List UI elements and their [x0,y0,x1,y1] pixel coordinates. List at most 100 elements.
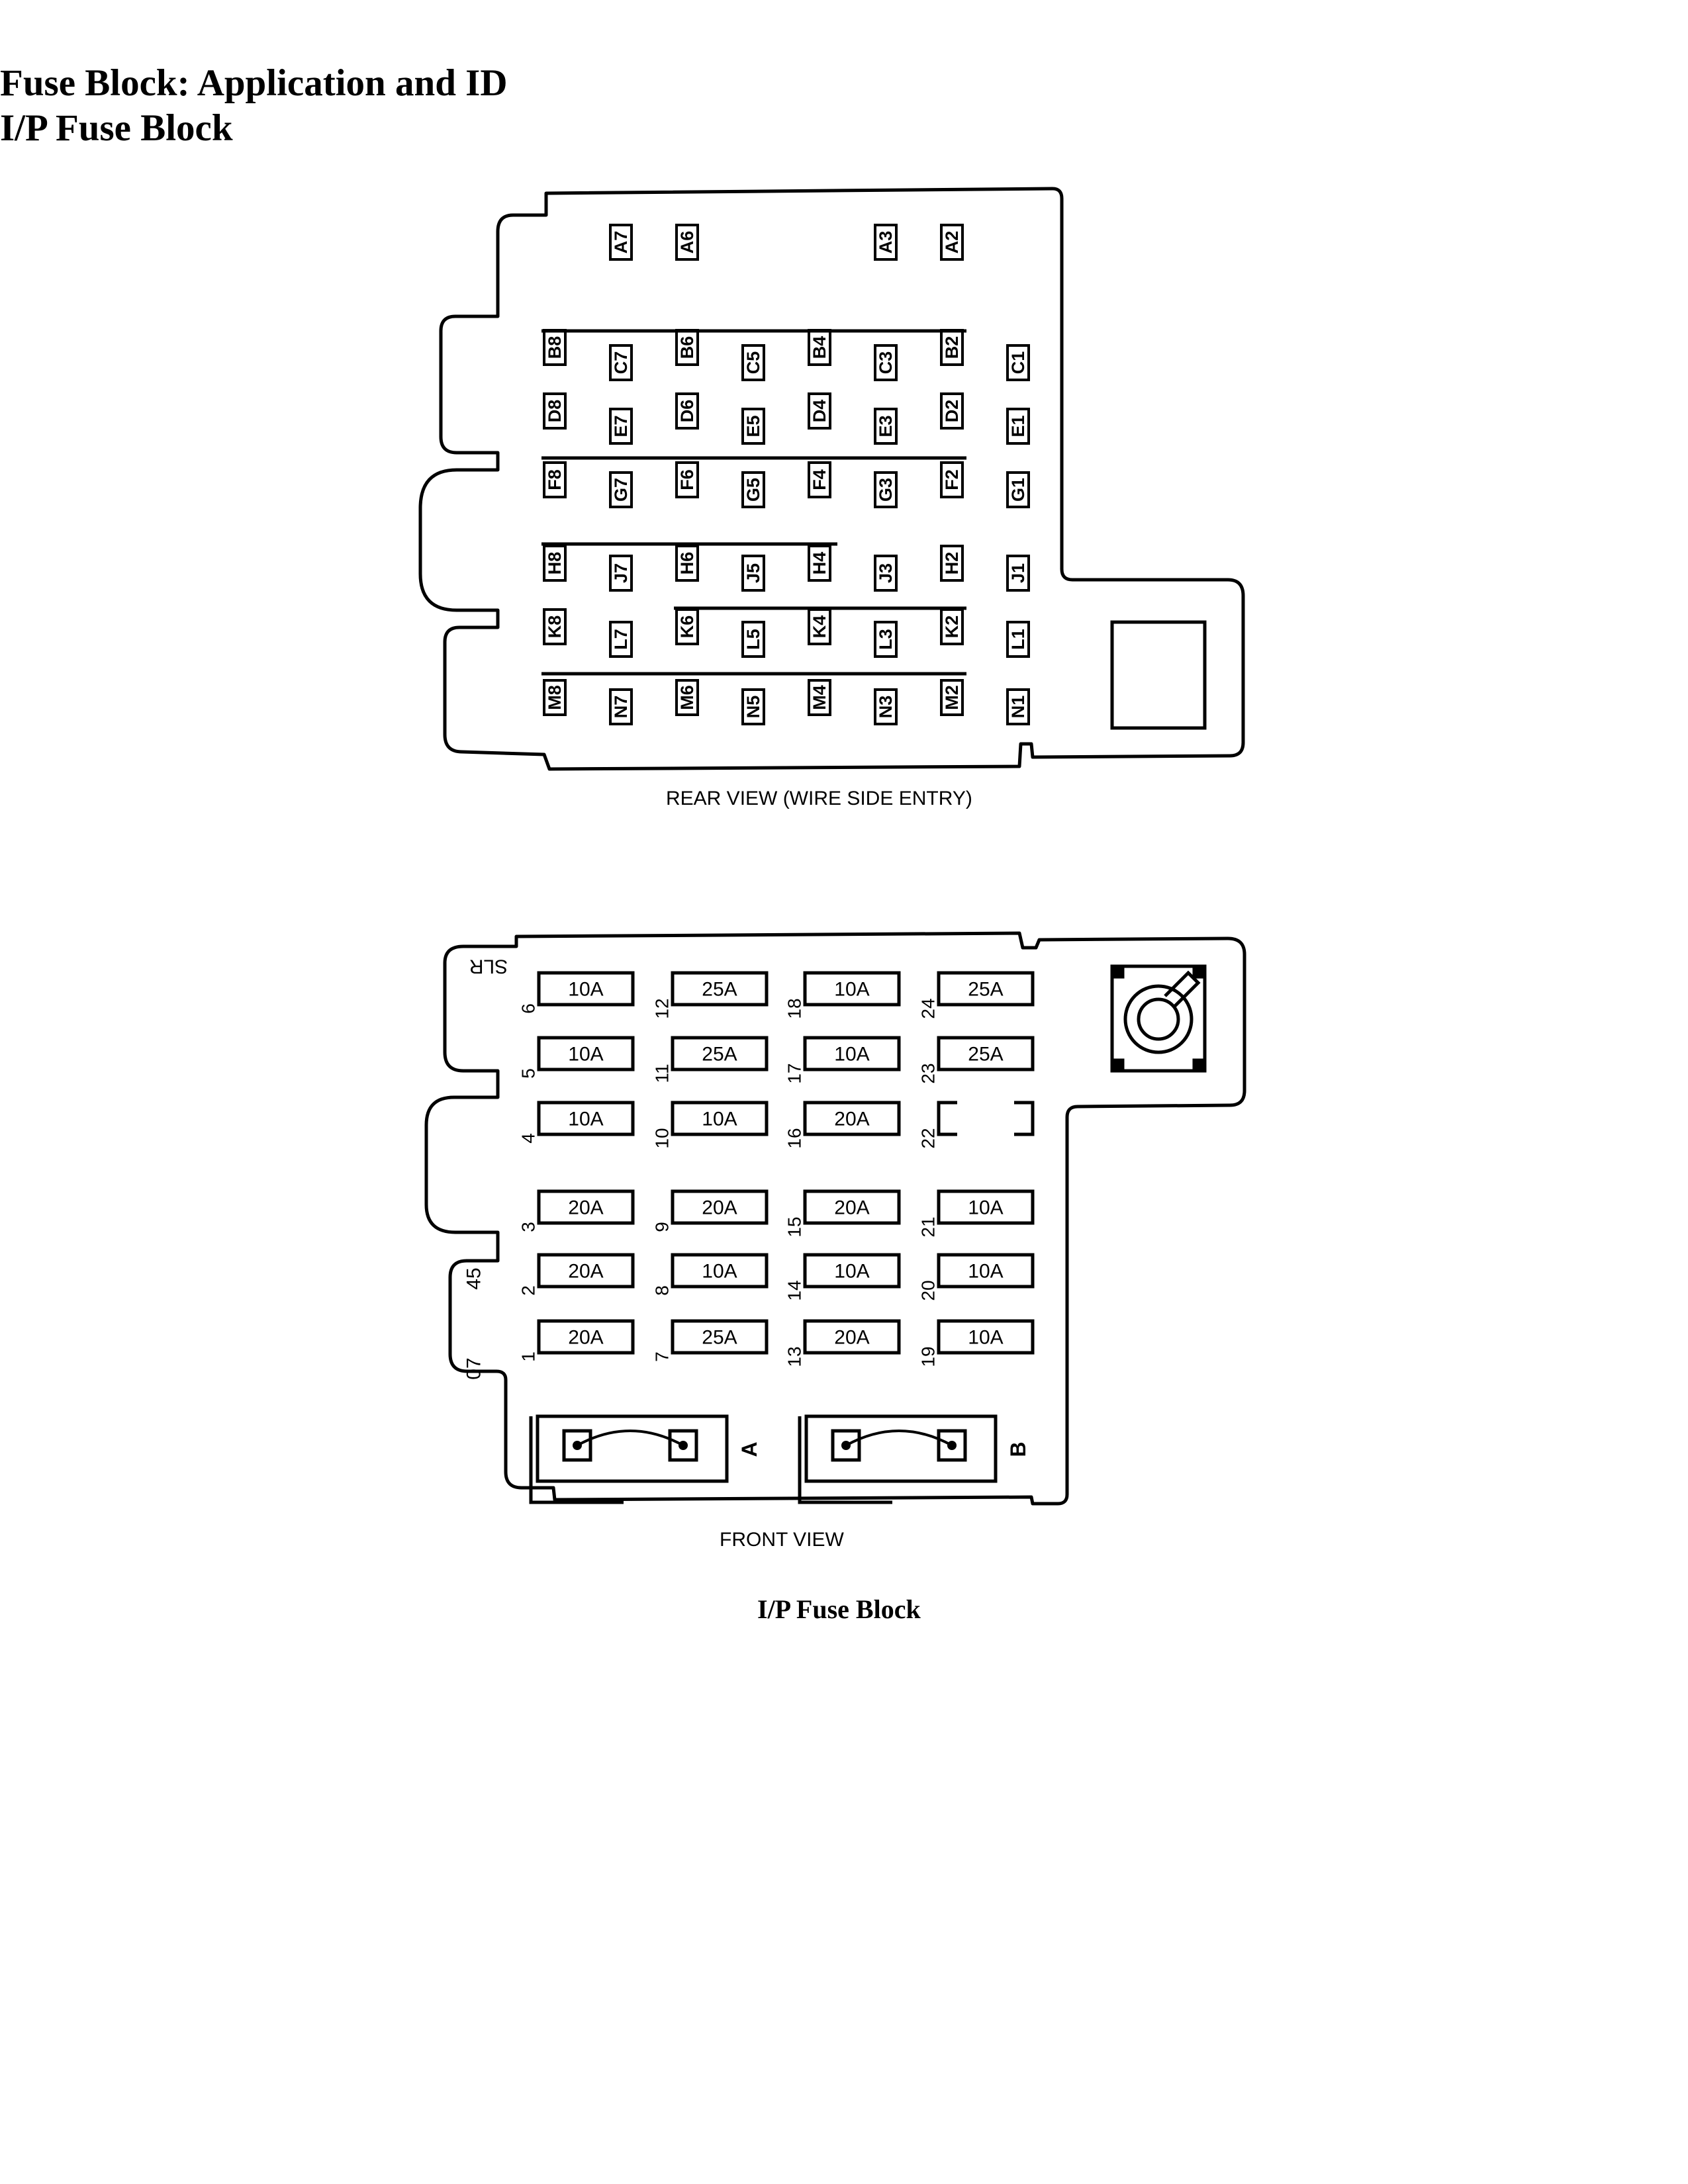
rear-view-outline [418,187,1245,771]
fuse-rating: 20A [834,1327,869,1349]
fuse-rating: 20A [834,1109,869,1130]
rear-cavity: K4 [808,608,831,645]
fuse-box [537,1189,635,1225]
fuse-rating: 10A [834,1044,869,1066]
fuse-box [803,1101,901,1136]
cavity-label: M2 [942,685,962,710]
cavity-label: D6 [677,400,697,423]
cavity-label: M8 [545,685,565,710]
cavity-label: G5 [743,478,763,502]
cavity-box [675,461,699,498]
fuse-number: 5 [518,1068,539,1079]
breaker-b-housing [804,1414,998,1483]
cavity-box [609,621,633,658]
cavity-box [741,688,765,725]
fuse-number: 3 [518,1222,539,1232]
cavity-box [543,545,567,582]
breaker-terminal [562,1429,592,1462]
fuse-box [537,1319,635,1355]
fuse-rating: 20A [568,1327,603,1349]
rear-cavity: G5 [741,471,765,508]
rear-cavity: N3 [874,688,898,725]
cavity-box [808,461,831,498]
cavity-box [808,392,831,430]
breaker-label: A [737,1441,761,1457]
front-view-caption: FRONT VIEW [720,1529,844,1551]
rear-view-bus-bars [541,329,966,676]
rear-cavity: D4 [808,392,831,430]
cavity-label: K2 [942,615,962,639]
fuse-number: 16 [784,1128,805,1148]
cavity-box [874,408,898,445]
cavity-label: J7 [611,563,631,583]
cavity-label: N1 [1008,696,1028,719]
cavity-box [808,679,831,716]
cavity-box [940,461,964,498]
fuse-number: 23 [918,1063,939,1083]
cavity-label: E7 [611,415,631,437]
fuse-slot: 25A 11 [652,1036,769,1083]
fuse-box [937,971,1035,1007]
cavity-label: G7 [611,478,631,502]
rear-cavity: E3 [874,408,898,445]
cavity-box [940,545,964,582]
fuse-box [671,1253,769,1289]
cavity-box [1006,621,1030,658]
breaker-terminal [937,1429,967,1462]
rear-cavity: L3 [874,621,898,658]
cavity-box [874,471,898,508]
fuse-box [937,1253,1035,1289]
fuse-number: 2 [518,1285,539,1296]
fuse-number: 22 [918,1128,939,1148]
cavity-box [940,329,964,366]
rear-cavity: H6 [675,545,699,582]
cavity-label: G1 [1008,478,1028,502]
fuse-box [671,1036,769,1071]
cavity-label: J1 [1008,563,1028,583]
page-subtitle: I/P Fuse Block [0,107,233,149]
cavity-label: E3 [876,415,896,437]
fuse-rating: 25A [702,1044,737,1066]
rear-cavity: M6 [675,679,699,716]
fuse-box [671,1101,769,1136]
fuse-number: 6 [518,1003,539,1014]
cavity-box [1006,688,1030,725]
cavity-box [1006,344,1030,381]
cavity-label: A6 [677,231,697,254]
cavity-label: E5 [743,415,763,437]
rear-cavity: M2 [940,679,964,716]
breaker-link [577,1430,684,1447]
cavity-box [609,224,633,261]
fuse-number: 11 [652,1064,673,1083]
cavity-label: L7 [611,629,631,650]
breaker-a-housing [536,1414,729,1483]
fuse-rating: 10A [702,1261,737,1283]
front-view-outline [424,931,1246,1506]
cavity-box [1006,471,1030,508]
fuse-box [937,1189,1035,1225]
cavity-box [741,344,765,381]
cavity-label: C1 [1008,351,1028,375]
fuse-number: 9 [652,1222,673,1232]
rear-cavity: N5 [741,688,765,725]
cavity-label: B2 [942,336,962,359]
cavity-label: K6 [677,615,697,639]
side-label: 07 [463,1357,485,1379]
cavity-box [609,688,633,725]
fuse-number: 14 [784,1280,805,1300]
fuse-rating: 10A [968,1197,1003,1219]
rear-cavity: N7 [609,688,633,725]
fuse-number: 17 [784,1063,805,1083]
cavity-label: F6 [677,469,697,490]
fuse-box [803,1319,901,1355]
fuse-box [803,971,901,1007]
cavity-label: H6 [677,552,697,575]
rear-cavity: B2 [940,329,964,366]
rear-cavity: H2 [940,545,964,582]
